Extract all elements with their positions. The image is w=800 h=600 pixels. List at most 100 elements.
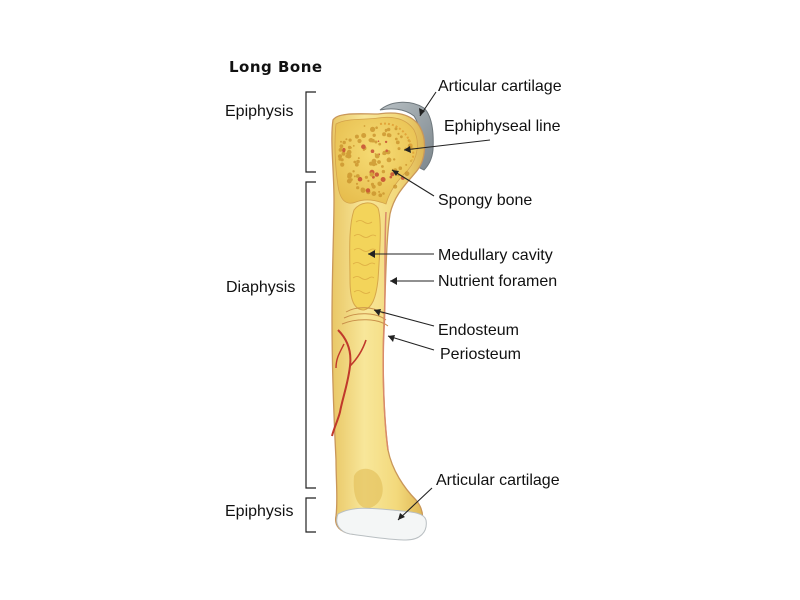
spongy-dot [384, 130, 387, 133]
spongy-dot [377, 140, 380, 142]
spongy-dot [341, 151, 346, 156]
spongy-dot [387, 127, 391, 132]
spongy-dot [374, 153, 380, 159]
bracket-epiphysis-bottom [305, 497, 316, 533]
bracket-diaphysis [305, 181, 316, 489]
spongy-dot [384, 140, 388, 144]
spongy-dot [342, 147, 346, 151]
callout-articular-cartilage-top: Articular cartilage [438, 78, 562, 95]
spongy-dot [378, 142, 382, 146]
spongy-dot [395, 140, 400, 145]
periosteum-outline [382, 211, 389, 451]
spongy-dot [353, 175, 356, 178]
nutrient-vessel-branch-2 [335, 343, 345, 369]
leader-spongy-bone [391, 169, 435, 197]
callout-nutrient-foramen: Nutrient foramen [438, 273, 558, 290]
spongy-dot [352, 145, 355, 147]
region-label-diaphysis: Diaphysis [226, 279, 296, 296]
spongy-dot [364, 175, 368, 179]
spongy-dot [361, 144, 366, 149]
spongy-dot [356, 186, 360, 190]
spongy-dot [375, 126, 378, 129]
spongy-dot [389, 175, 393, 179]
spongy-dot [367, 179, 370, 182]
spongy-dot [397, 147, 401, 151]
spongy-dot [372, 133, 376, 137]
spongy-dot [386, 157, 392, 163]
epiphyseal-line [379, 122, 415, 161]
bottom-articular-cartilage [336, 507, 427, 541]
spongy-dot [353, 160, 357, 164]
spongy-dot [394, 137, 398, 141]
spongy-dot [377, 160, 381, 164]
spongy-dot [386, 133, 391, 138]
region-label-epiphysis-top: Epiphysis [225, 103, 294, 120]
spongy-dot [371, 191, 377, 197]
callout-medullary-cavity: Medullary cavity [438, 247, 553, 264]
spongy-dot [342, 140, 346, 145]
spongy-dot [355, 182, 359, 185]
spongy-dot [354, 162, 359, 167]
region-brackets [305, 91, 316, 533]
spongy-bone-texture [337, 125, 413, 198]
spongy-dot [340, 162, 345, 167]
spongy-dot [371, 158, 377, 164]
spongy-dot [361, 133, 367, 138]
nutrient-vessel-branch [349, 339, 367, 367]
spongy-dot [365, 188, 371, 193]
spongy-dot [374, 172, 379, 177]
medullary-cavity-shape [349, 202, 381, 311]
spongy-dot [357, 157, 360, 160]
spongy-dot [400, 135, 403, 139]
spongy-dot [346, 178, 352, 184]
spongy-dot [355, 174, 360, 178]
leader-epiphyseal-line [403, 139, 491, 151]
nutrient-vessel [331, 329, 352, 437]
spongy-dot [347, 145, 352, 150]
spongy-dot [370, 126, 376, 132]
spongy-dot [372, 175, 375, 179]
spongy-dot [346, 152, 349, 156]
bracket-epiphysis-top [305, 91, 316, 173]
spongy-dot [348, 138, 352, 142]
spongy-dot [369, 172, 374, 177]
spongy-dot [338, 148, 343, 152]
callout-periosteum: Periosteum [440, 346, 521, 363]
leader-endosteum [373, 309, 435, 327]
spongy-dot [378, 190, 381, 193]
spongy-dot [352, 170, 355, 173]
leader-lines [368, 91, 491, 521]
spongy-dot [390, 172, 395, 177]
spongy-dot [405, 163, 408, 166]
leader-articular-cartilage-bottom [397, 487, 433, 521]
spongy-dot [385, 149, 389, 152]
spongy-dot [410, 160, 412, 162]
diagram-title: Long Bone [229, 58, 323, 76]
spongy-dot [381, 169, 386, 174]
spongy-dot [368, 138, 374, 143]
spongy-dot [357, 138, 362, 144]
spongy-dot [370, 149, 375, 153]
spongy-dot [394, 127, 398, 131]
spongy-dot [373, 185, 376, 188]
spongy-dot [382, 150, 387, 156]
spongy-dot [360, 187, 366, 193]
region-label-epiphysis-bottom: Epiphysis [225, 503, 294, 520]
callout-endosteum: Endosteum [438, 322, 519, 339]
spongy-dot [363, 125, 366, 127]
spongy-dot [345, 154, 349, 158]
spongy-dot [393, 158, 396, 161]
spongy-dot [337, 154, 343, 159]
spongy-dot [393, 184, 398, 189]
callout-spongy-bone: Spongy bone [438, 192, 533, 209]
callout-epiphyseal-line: Ephiphyseal line [444, 118, 561, 135]
spongy-dot [340, 140, 342, 143]
spongy-dot [340, 158, 344, 162]
medullary-texture [352, 220, 377, 294]
distal-condyle [353, 468, 383, 509]
leader-arrowheads [368, 108, 425, 520]
spongy-dot [382, 192, 385, 195]
spongy-dot [404, 171, 410, 177]
spongy-dot [354, 134, 359, 139]
